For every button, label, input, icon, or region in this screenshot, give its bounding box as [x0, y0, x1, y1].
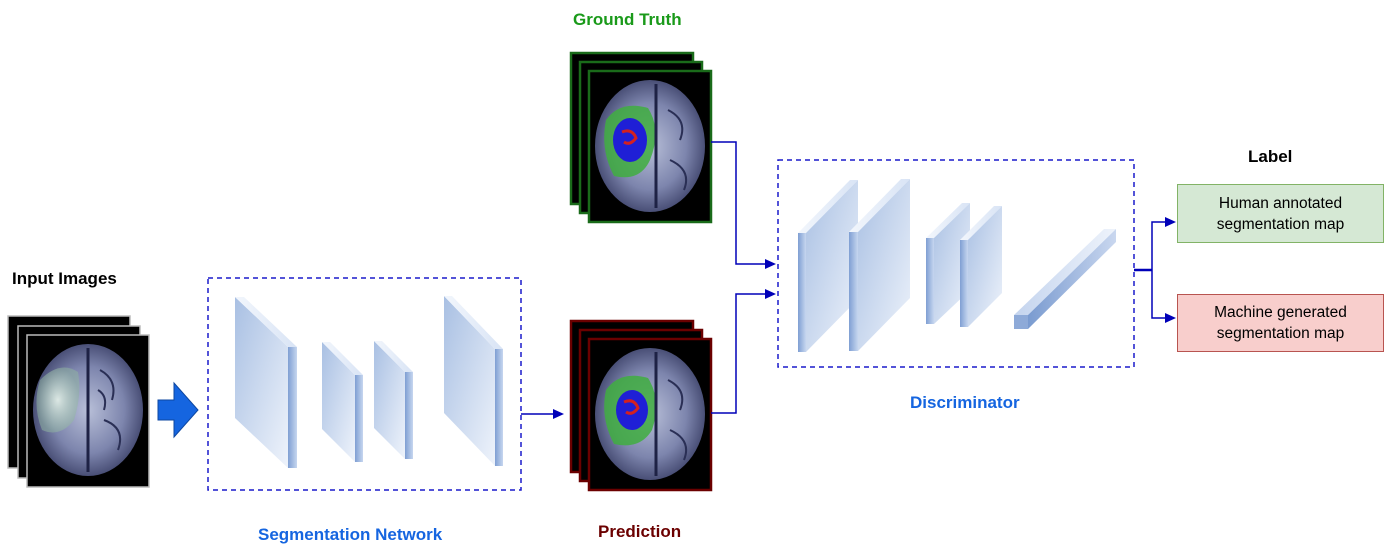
disc-layer-2 — [849, 179, 910, 351]
ground-truth-label: Ground Truth — [573, 10, 682, 29]
input-images-label: Input Images — [12, 269, 117, 288]
discriminator-box — [777, 159, 1135, 368]
arrow-prediction-to-discriminator — [711, 289, 776, 414]
disc-dense-layer — [1014, 229, 1116, 329]
segmentation-network-label: Segmentation Network — [258, 525, 443, 544]
arrow-seg-to-prediction — [521, 409, 564, 419]
prediction-stack — [569, 319, 713, 492]
seg-layer-2 — [322, 342, 363, 462]
arrow-ground-truth-to-discriminator — [711, 141, 776, 269]
discriminator-label: Discriminator — [910, 393, 1020, 412]
prediction-label: Prediction — [598, 522, 682, 541]
seg-layer-4 — [444, 296, 503, 466]
arrow-discriminator-to-labels — [1134, 217, 1176, 323]
human-annotated-box: Human annotated segmentation map — [1177, 184, 1384, 243]
input-image-stack — [7, 315, 150, 488]
ground-truth-brain-mri — [595, 80, 705, 212]
prediction-brain-mri — [595, 348, 705, 480]
seg-layer-1 — [235, 297, 297, 468]
ground-truth-stack — [569, 51, 713, 224]
machine-generated-box: Machine generated segmentation map — [1177, 294, 1384, 352]
label-heading: Label — [1248, 147, 1293, 166]
input-brain-mri — [33, 344, 143, 476]
disc-layer-1 — [798, 180, 858, 352]
seg-layer-3 — [374, 341, 413, 459]
big-forward-arrow — [157, 381, 199, 439]
disc-layer-4 — [960, 206, 1002, 327]
segmentation-network-box — [207, 277, 522, 491]
